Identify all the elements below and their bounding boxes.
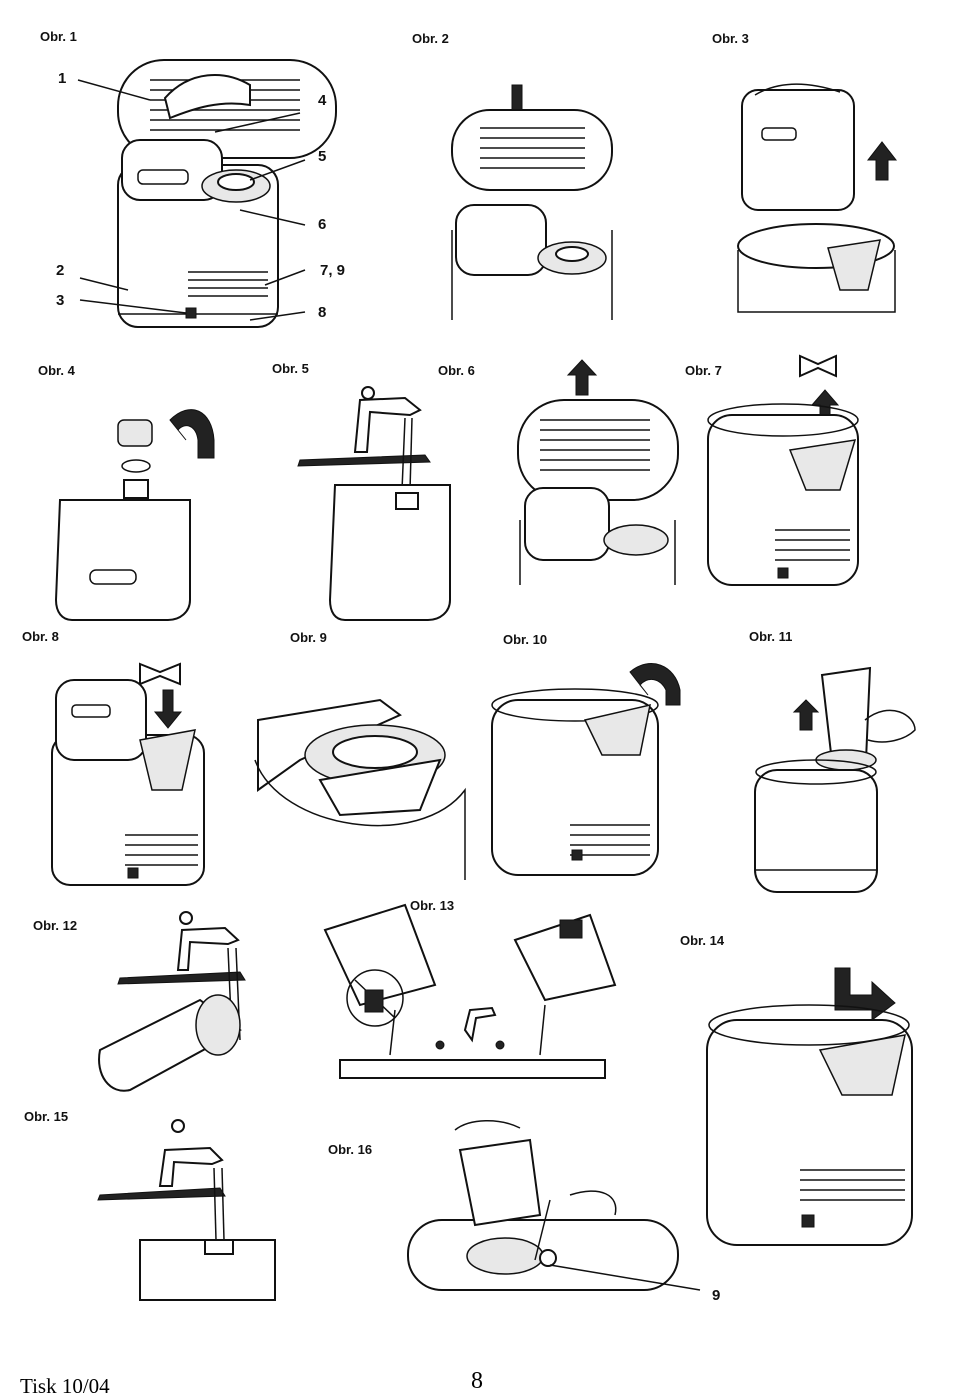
figure-9-illustration [254,698,466,880]
figure-label-4: Obr. 4 [38,363,75,378]
figure-3-illustration [737,83,898,313]
callout-7-9: 7, 9 [320,262,346,279]
figure-7-illustration [707,354,859,586]
figure-5-illustration [297,386,451,621]
callout-3: 3 [56,292,65,309]
figure-label-5: Obr. 5 [272,361,309,376]
callout-6: 6 [318,216,327,233]
figure-label-15: Obr. 15 [24,1109,69,1124]
figure-8-illustration [51,662,205,886]
figure-label-6: Obr. 6 [438,363,475,378]
callout-2: 2 [56,262,65,279]
figure-1-illustration [77,59,337,328]
figure-16-illustration [407,1120,701,1291]
figure-label-1: Obr. 1 [40,29,77,44]
figure-10-illustration [491,663,681,876]
figure-13-illustration [323,903,617,1079]
figure-label-9: Obr. 9 [290,630,327,645]
figure-4-illustration [54,409,215,621]
figure-label-10: Obr. 10 [503,632,548,647]
print-code: Tisk 10/04 [20,1374,110,1398]
figure-14-illustration [706,967,913,1246]
page-number: 8 [471,1368,483,1394]
figure-label-7: Obr. 7 [685,363,722,378]
figure-label-11: Obr. 11 [749,629,793,644]
callout-9-fig16: 9 [712,1287,721,1304]
figure-label-14: Obr. 14 [680,933,725,948]
callout-4: 4 [318,92,327,109]
figure-label-16: Obr. 16 [328,1142,373,1157]
figure-6-illustration [517,359,679,585]
figure-label-12: Obr. 12 [33,918,78,933]
figure-label-8: Obr. 8 [22,629,59,644]
figure-12-illustration [98,911,246,1092]
callout-5: 5 [318,148,327,165]
figure-label-2: Obr. 2 [412,31,449,46]
figure-label-13: Obr. 13 [410,898,455,913]
figure-15-illustration [97,1119,276,1301]
figure-11-illustration [754,666,916,893]
figure-2-illustration [451,84,613,320]
callout-8: 8 [318,304,327,321]
figure-label-3: Obr. 3 [712,31,749,46]
callout-1: 1 [58,70,67,87]
